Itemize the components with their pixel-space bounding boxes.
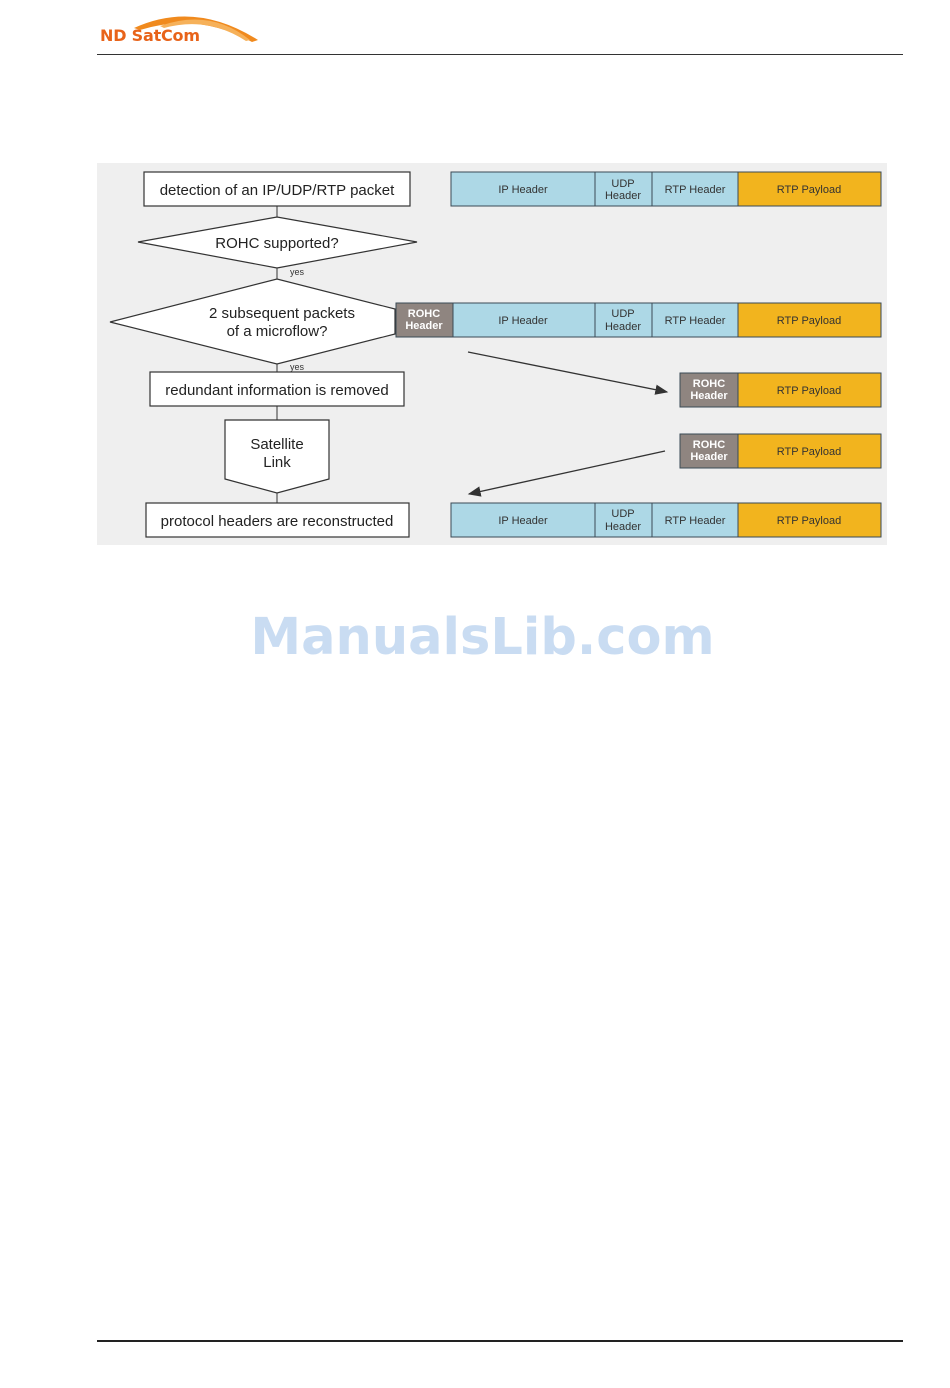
satellite-line2: Link — [263, 454, 291, 471]
satellite-line1: Satellite — [250, 436, 303, 453]
packet-row-reconstructed: IP Header UDP Header RTP Header RTP Payl… — [450, 502, 882, 538]
yes-label-1: yes — [290, 267, 305, 277]
reconstruct-box — [145, 502, 410, 538]
subsequent-packets-diamond — [109, 278, 396, 365]
rohc-header-line1: ROHC — [693, 439, 725, 451]
packet-row-original: IP Header UDP Header RTP Header RTP Payl… — [450, 171, 882, 207]
satellite-link-shape — [224, 419, 330, 494]
watermark: ManualsLib.com — [250, 608, 715, 667]
footer-rule — [97, 1340, 903, 1342]
nd-satcom-logo: ND SatCom — [100, 6, 265, 48]
subsequent-packets-line1: 2 subsequent packets — [209, 305, 355, 322]
ip-header-label: IP Header — [498, 184, 548, 196]
packet-row-received: ROHC Header RTP Payload — [679, 433, 882, 469]
udp-header-line1: UDP — [611, 508, 634, 520]
decompress-arrow — [467, 450, 666, 497]
rohc-header-line1: ROHC — [693, 378, 725, 390]
rohc-supported-diamond — [137, 216, 418, 269]
udp-header-line2: Header — [605, 190, 641, 202]
rtp-payload-label: RTP Payload — [777, 515, 841, 527]
logo-text: ND SatCom — [100, 26, 200, 45]
packet-row-compressed: ROHC Header RTP Payload — [679, 372, 882, 408]
ip-header-label: IP Header — [498, 515, 548, 527]
rohc-supported-label: ROHC supported? — [215, 235, 338, 252]
ip-header-label: IP Header — [498, 315, 548, 327]
rtp-payload-label: RTP Payload — [777, 315, 841, 327]
rohc-header-line2: Header — [405, 320, 443, 332]
rtp-header-label: RTP Header — [665, 515, 726, 527]
udp-header-line1: UDP — [611, 308, 634, 320]
detect-label: detection of an IP/UDP/RTP packet — [160, 182, 395, 199]
rtp-payload-label: RTP Payload — [777, 446, 841, 458]
rtp-header-label: RTP Header — [665, 315, 726, 327]
header-rule — [97, 54, 903, 55]
remove-label: redundant information is removed — [165, 382, 388, 399]
udp-header-line2: Header — [605, 521, 641, 533]
rtp-payload-label: RTP Payload — [777, 385, 841, 397]
rohc-header-line2: Header — [690, 390, 728, 402]
rohc-diagram-svg: detection of an IP/UDP/RTP packet ROHC s… — [109, 171, 882, 538]
subsequent-packets-line2: of a microflow? — [227, 323, 328, 340]
yes-label-2: yes — [290, 362, 305, 372]
udp-header-line2: Header — [605, 321, 641, 333]
rohc-header-line1: ROHC — [408, 308, 440, 320]
compress-arrow — [467, 351, 669, 395]
packet-row-rohc-full: ROHC Header IP Header UDP Header RTP Hea… — [395, 302, 882, 338]
detect-box — [143, 171, 411, 207]
remove-box — [149, 371, 405, 407]
udp-header-line1: UDP — [611, 178, 634, 190]
rtp-payload-label: RTP Payload — [777, 184, 841, 196]
logo-swoosh-icon — [134, 16, 258, 42]
rohc-header-line2: Header — [690, 451, 728, 463]
rohc-diagram: detection of an IP/UDP/RTP packet ROHC s… — [97, 163, 887, 545]
reconstruct-label: protocol headers are reconstructed — [161, 513, 394, 530]
rtp-header-label: RTP Header — [665, 184, 726, 196]
